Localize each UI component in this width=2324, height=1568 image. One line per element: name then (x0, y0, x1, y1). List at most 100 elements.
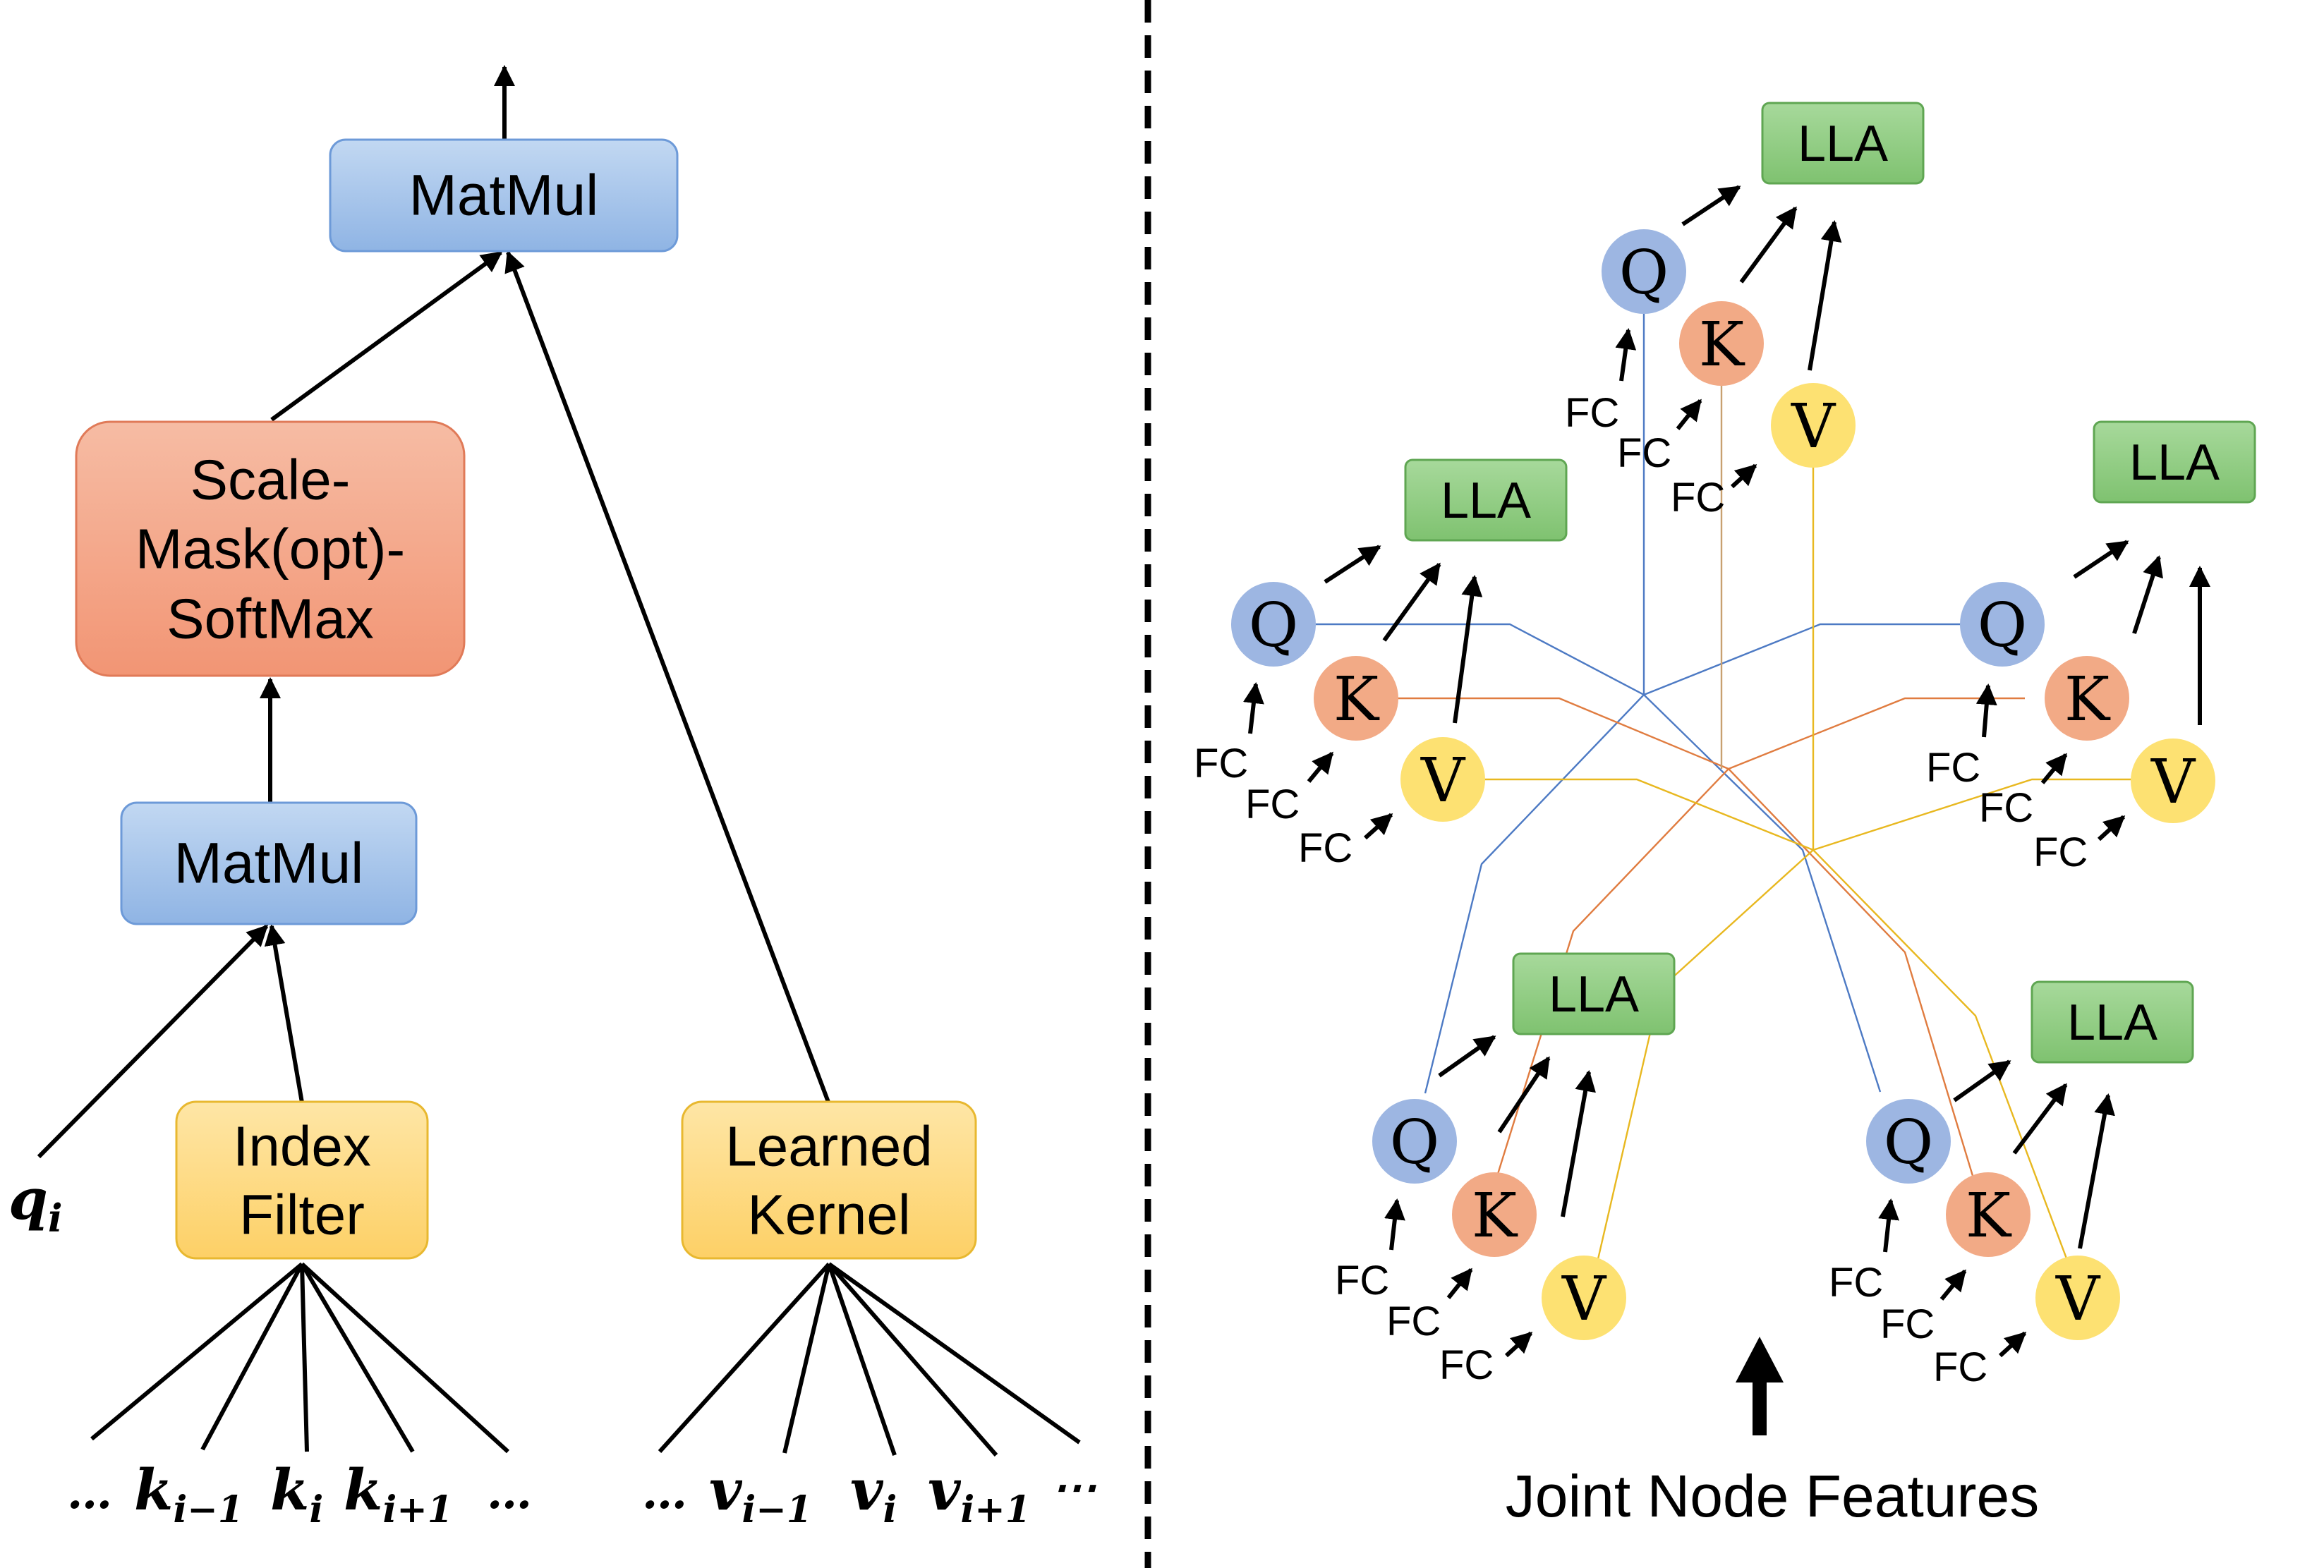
key-next: ki+1 (344, 1457, 453, 1531)
index-filter-block: Index Filter (175, 1100, 429, 1260)
lla-label: LLA (1798, 116, 1888, 172)
keys-row: … ki−1 ki ki+1 … (67, 1457, 532, 1531)
softmax-label-line-3: SoftMax (167, 588, 373, 650)
index-filter-line-1: Index (233, 1115, 371, 1178)
k-node (2045, 656, 2129, 741)
fc-label: FC (1617, 430, 1671, 476)
v-node-label: V (1791, 391, 1836, 462)
v-node-label: V (2055, 1264, 2101, 1335)
fc-to-v-arrow (1364, 813, 1393, 840)
fc-to-k-arrow (1939, 1269, 1967, 1301)
fc-to-k-arrow (2040, 753, 2068, 784)
fc-to-v-arrow (2097, 815, 2126, 841)
input-arrow-shaft (1753, 1379, 1767, 1435)
v-to-lla-arrow (1808, 220, 1842, 371)
filter-to-matmul-arrow (264, 924, 304, 1103)
keys-ellipsis-right: … (487, 1466, 532, 1519)
fc-to-v-arrow (1998, 1331, 2027, 1358)
v-node (2035, 1256, 2120, 1340)
top-module: LLA Q K V FC FC FC (1565, 102, 1925, 521)
value-fan-line (782, 1263, 831, 1454)
v-node-label: V (1561, 1264, 1607, 1335)
kernel-to-matmul-arrow (504, 250, 831, 1105)
k-node (1946, 1172, 2031, 1257)
web-line-blue (1642, 282, 1882, 1093)
q-node-label: Q (1390, 1107, 1440, 1178)
values-ellipsis-right: ⋯ (1051, 1461, 1096, 1514)
q-to-lla-arrow (1324, 545, 1381, 584)
k-to-lla-arrow (1497, 1056, 1551, 1134)
joint-features-input: Joint Node Features (1506, 1337, 2039, 1529)
k-node (1314, 656, 1398, 741)
lla-label: LLA (1549, 966, 1639, 1023)
right-panel: LLA Q K V FC FC FC LLA Q (1194, 102, 2256, 1529)
k-node (1452, 1172, 1537, 1257)
key-prev: ki−1 (134, 1457, 243, 1531)
lla-label: LLA (2067, 995, 2157, 1051)
k-node-label: K (1966, 1181, 2012, 1251)
key-fan-line (90, 1262, 303, 1441)
k-to-lla-arrow (1739, 206, 1798, 284)
softmax-block: Scale- Mask(opt)- SoftMax (75, 420, 466, 677)
key-current: ki (270, 1457, 323, 1531)
q-node-label: Q (1884, 1107, 1934, 1178)
fc-to-v-arrow (1730, 463, 1757, 489)
left-panel: MatMul Scale- Mask(opt)- SoftMax MatMul … (8, 65, 1096, 1531)
lla-label: LLA (1441, 473, 1531, 529)
softmax-label-line-2: Mask(opt)- (135, 518, 405, 581)
web-line-blue (1643, 623, 2004, 696)
fc-to-k-arrow (1676, 399, 1702, 430)
fc-to-q-arrow (1243, 682, 1264, 734)
k-node-label: K (1333, 664, 1380, 735)
k-node (1679, 301, 1764, 386)
top-matmul-block: MatMul (329, 138, 679, 253)
value-prev: vi−1 (709, 1457, 812, 1531)
bottom-matmul-block: MatMul (120, 801, 418, 925)
value-current: vi (850, 1457, 897, 1531)
right-module: LLA Q K V FC FC FC (1926, 420, 2256, 875)
k-node-label: K (1699, 310, 1745, 380)
learned-kernel-line-2: Kernel (747, 1184, 910, 1246)
key-fan-line (300, 1263, 415, 1453)
learned-kernel-line-1: Learned (725, 1115, 933, 1178)
left-connectors (37, 65, 1081, 1457)
web-line-yellow (1812, 778, 2173, 851)
v-node (1771, 383, 1856, 468)
q-node-label: Q (1619, 238, 1669, 308)
joint-node-features-label: Joint Node Features (1506, 1463, 2039, 1529)
q-to-lla-arrow (2073, 540, 2129, 579)
fc-label: FC (2033, 829, 2088, 875)
fc-label: FC (1298, 825, 1352, 871)
k-to-lla-arrow (2132, 555, 2163, 634)
value-fan-line (828, 1262, 1081, 1445)
k-node-label: K (1472, 1181, 1518, 1251)
q-node (1866, 1099, 1951, 1184)
fc-to-q-arrow (1384, 1198, 1405, 1251)
connection-web (1305, 282, 2173, 1306)
bottom-matmul-label: MatMul (174, 832, 364, 896)
learned-kernel-block: Learned Kernel (681, 1100, 977, 1260)
v-to-lla-arrow (2078, 1093, 2115, 1249)
v-node-label: V (2150, 747, 2196, 818)
value-fan-line (658, 1262, 831, 1454)
query-label: qi (8, 1166, 62, 1241)
value-next: vi+1 (928, 1457, 1031, 1531)
q-node (1231, 582, 1316, 667)
left-module: LLA Q K V FC FC FC (1194, 458, 1568, 871)
softmax-to-matmul-arrow (270, 250, 503, 422)
fc-label: FC (1671, 475, 1725, 521)
q-node-label: Q (1978, 590, 2028, 661)
v-to-lla-arrow (1561, 1070, 1596, 1217)
fc-label: FC (1194, 741, 1248, 786)
key-fan-line (200, 1263, 304, 1451)
q-node (1960, 582, 2045, 667)
lla-label: LLA (2129, 434, 2220, 491)
k-to-lla-arrow (2012, 1083, 2068, 1155)
fc-to-q-arrow (1615, 328, 1637, 382)
q-to-matmul-arrow (37, 924, 269, 1159)
values-row: … vi−1 vi vi+1 ⋯ (642, 1457, 1096, 1531)
q-node-label: Q (1249, 590, 1299, 661)
bottom-left-module: LLA Q K V FC FC FC (1335, 952, 1676, 1388)
q-to-lla-arrow (1953, 1059, 2011, 1102)
index-filter-line-2: Filter (239, 1184, 365, 1246)
